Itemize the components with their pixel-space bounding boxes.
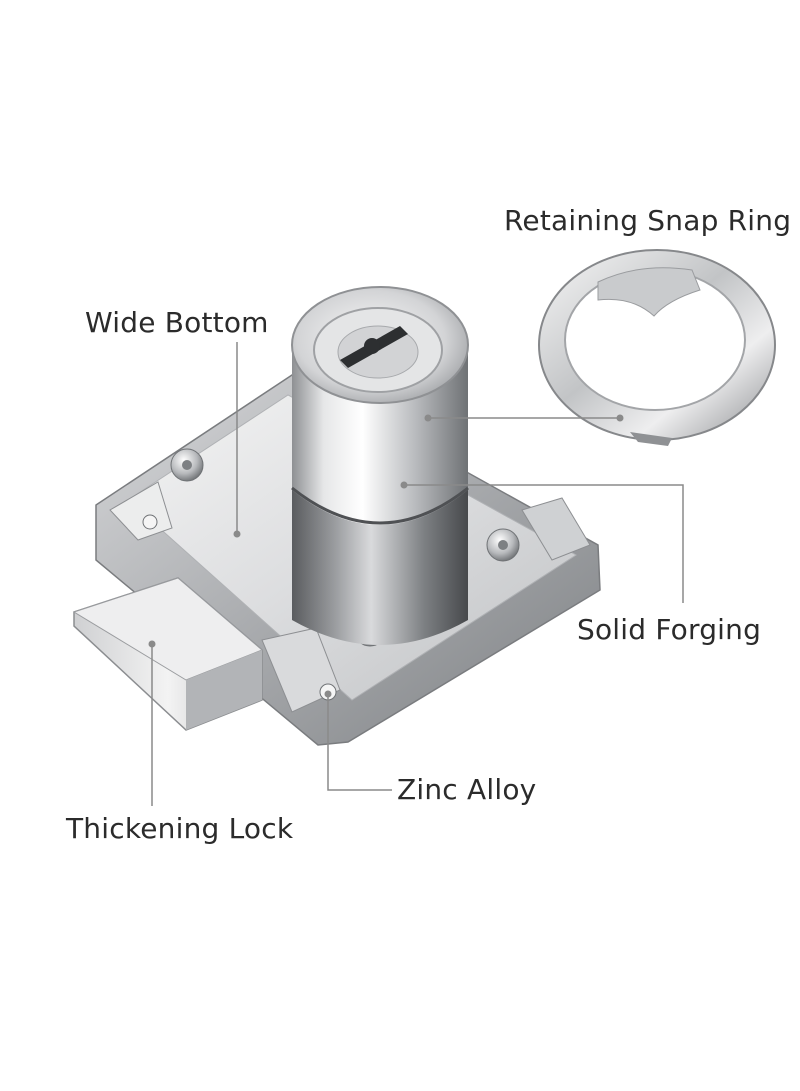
retaining-snap-ring xyxy=(538,249,776,446)
label-solid-forging: Solid Forging xyxy=(577,613,762,646)
label-retaining-snap-ring: Retaining Snap Ring xyxy=(504,204,792,237)
lock-bolt xyxy=(72,577,263,731)
screw xyxy=(498,540,508,550)
leader-lines xyxy=(148,342,684,806)
lock-cylinder xyxy=(291,286,469,645)
label-wide-bottom: Wide Bottom xyxy=(85,306,269,339)
label-thickening-lock: Thickening Lock xyxy=(66,812,294,845)
screw xyxy=(182,460,192,470)
label-zinc-alloy: Zinc Alloy xyxy=(397,773,537,806)
mount-hole xyxy=(142,514,158,530)
leader-solid-forging xyxy=(404,484,684,603)
leader-zinc-alloy xyxy=(327,694,392,791)
corner-cutout xyxy=(521,497,591,561)
